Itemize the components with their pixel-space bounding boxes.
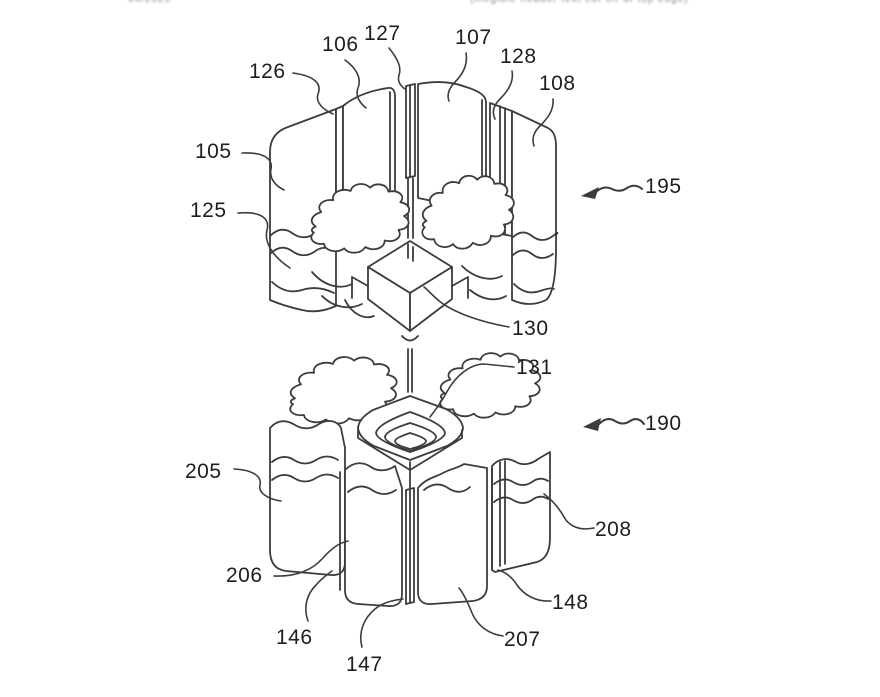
ref-label-147: 147 [346, 653, 383, 676]
ref-label-105: 105 [195, 140, 232, 163]
ref-label-208: 208 [595, 518, 632, 541]
ref-label-107: 107 [455, 26, 492, 49]
ref-label-205: 205 [185, 460, 222, 483]
header-right-fragment: (illegible header text cut off at top ed… [470, 0, 782, 6]
assembly-arrow-195 [581, 184, 643, 199]
ref-label-130: 130 [512, 317, 549, 340]
ref-label-195: 195 [645, 175, 682, 198]
assembly-arrow-190 [583, 418, 645, 431]
header-left-fragment: 04/2020 [128, 0, 198, 6]
ref-label-108: 108 [539, 72, 576, 95]
leader-lines [233, 47, 595, 648]
ref-label-146: 146 [276, 626, 313, 649]
ref-label-128: 128 [500, 45, 537, 68]
ref-label-190: 190 [645, 412, 682, 435]
aperture-131 [357, 395, 464, 471]
ref-label-131: 131 [516, 356, 553, 379]
ref-label-106: 106 [322, 33, 359, 56]
ref-label-206: 206 [226, 564, 263, 587]
ref-label-125: 125 [190, 199, 227, 222]
ref-label-126: 126 [249, 60, 286, 83]
upper-assembly-drawing [269, 81, 559, 342]
lower-assembly-drawing [269, 348, 551, 607]
ref-label-127: 127 [364, 22, 401, 45]
ref-label-148: 148 [552, 591, 589, 614]
hub-130 [351, 240, 469, 342]
ref-label-207: 207 [504, 628, 541, 651]
